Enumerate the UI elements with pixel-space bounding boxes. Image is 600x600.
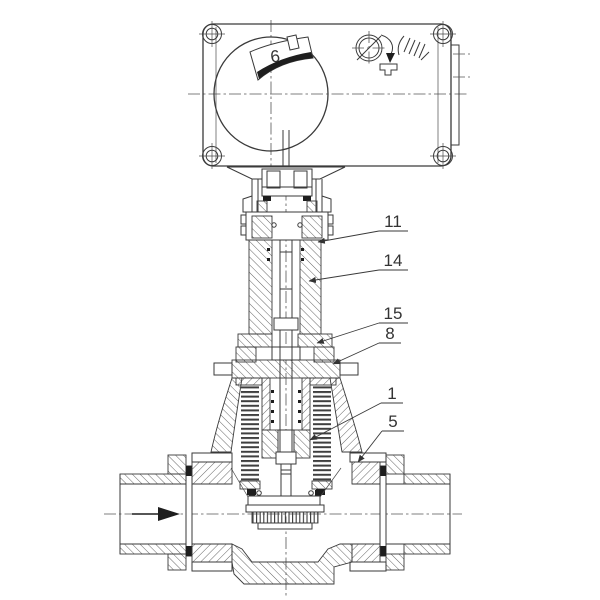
valve-body <box>119 377 451 585</box>
coupling-yoke <box>226 166 346 241</box>
actuator-side-tab <box>450 44 460 146</box>
bonnet-wall-left <box>248 239 273 335</box>
part-label-text: 5 <box>388 412 397 431</box>
stem-nut <box>275 451 297 465</box>
spring-right <box>313 385 331 481</box>
rotate-arrow-icon <box>380 34 395 63</box>
plug-stem <box>280 463 292 499</box>
part-label-15: 15 <box>316 304 408 344</box>
outlet-flange-ring <box>385 454 405 475</box>
inlet-flange-ring <box>167 454 187 475</box>
leader-line <box>309 402 382 441</box>
part-label-5: 5 <box>357 412 404 463</box>
outlet-gasket <box>379 465 387 557</box>
part-label-text: 1 <box>387 384 396 403</box>
part-label-text: 15 <box>384 304 403 323</box>
part-label-8: 8 <box>332 324 401 365</box>
outlet-pipe <box>349 452 451 572</box>
outlet-body-hub <box>351 461 381 485</box>
corner-screw-icon <box>199 21 225 47</box>
part-labels: 11 14 15 8 1 5 <box>308 212 408 463</box>
union-nut <box>240 211 334 241</box>
dial-pointer-tab <box>286 34 300 51</box>
body-wall-right <box>329 377 363 453</box>
gland-nut <box>271 346 301 361</box>
bonnet <box>213 239 359 379</box>
corner-screw-icon <box>430 143 456 169</box>
manual-override-prohibited-icon <box>352 31 386 65</box>
body-wall-left <box>210 377 243 453</box>
dial-value: 6 <box>269 46 281 66</box>
bonnet-flange <box>231 359 341 379</box>
inlet-body-hub <box>191 461 233 485</box>
leader-line <box>316 322 380 344</box>
leader-line <box>332 342 380 365</box>
leader-line <box>357 430 383 463</box>
part-label-text: 14 <box>384 251 403 270</box>
leader-line <box>317 230 380 244</box>
valve-plug <box>247 495 321 506</box>
packing-follower <box>273 317 299 331</box>
inlet-gasket <box>185 465 193 557</box>
valve-seat <box>251 511 319 524</box>
tool-tag-icon <box>379 63 398 76</box>
corner-screw-icon <box>430 21 456 47</box>
inlet-pipe <box>119 452 233 572</box>
body-bottom-sump <box>231 543 353 585</box>
valve-trim <box>245 362 325 530</box>
position-indicator-dial: 6 <box>213 34 329 152</box>
hand-icon <box>397 35 430 61</box>
part-label-text: 11 <box>384 212 402 231</box>
spring-left <box>241 385 259 481</box>
stem-connector <box>261 168 313 197</box>
packing-gland <box>297 333 333 348</box>
spring-assembly <box>235 377 337 495</box>
bonnet-wall-right <box>299 239 322 335</box>
leader-line <box>308 269 380 283</box>
part-label-14: 14 <box>308 251 408 283</box>
part-label-1: 1 <box>309 384 403 441</box>
part-label-text: 8 <box>385 324 394 343</box>
flow-direction-arrow <box>132 507 180 521</box>
actuator-housing: 6 <box>199 21 470 169</box>
corner-screw-icon <box>199 143 225 169</box>
part-label-11: 11 <box>317 212 408 244</box>
